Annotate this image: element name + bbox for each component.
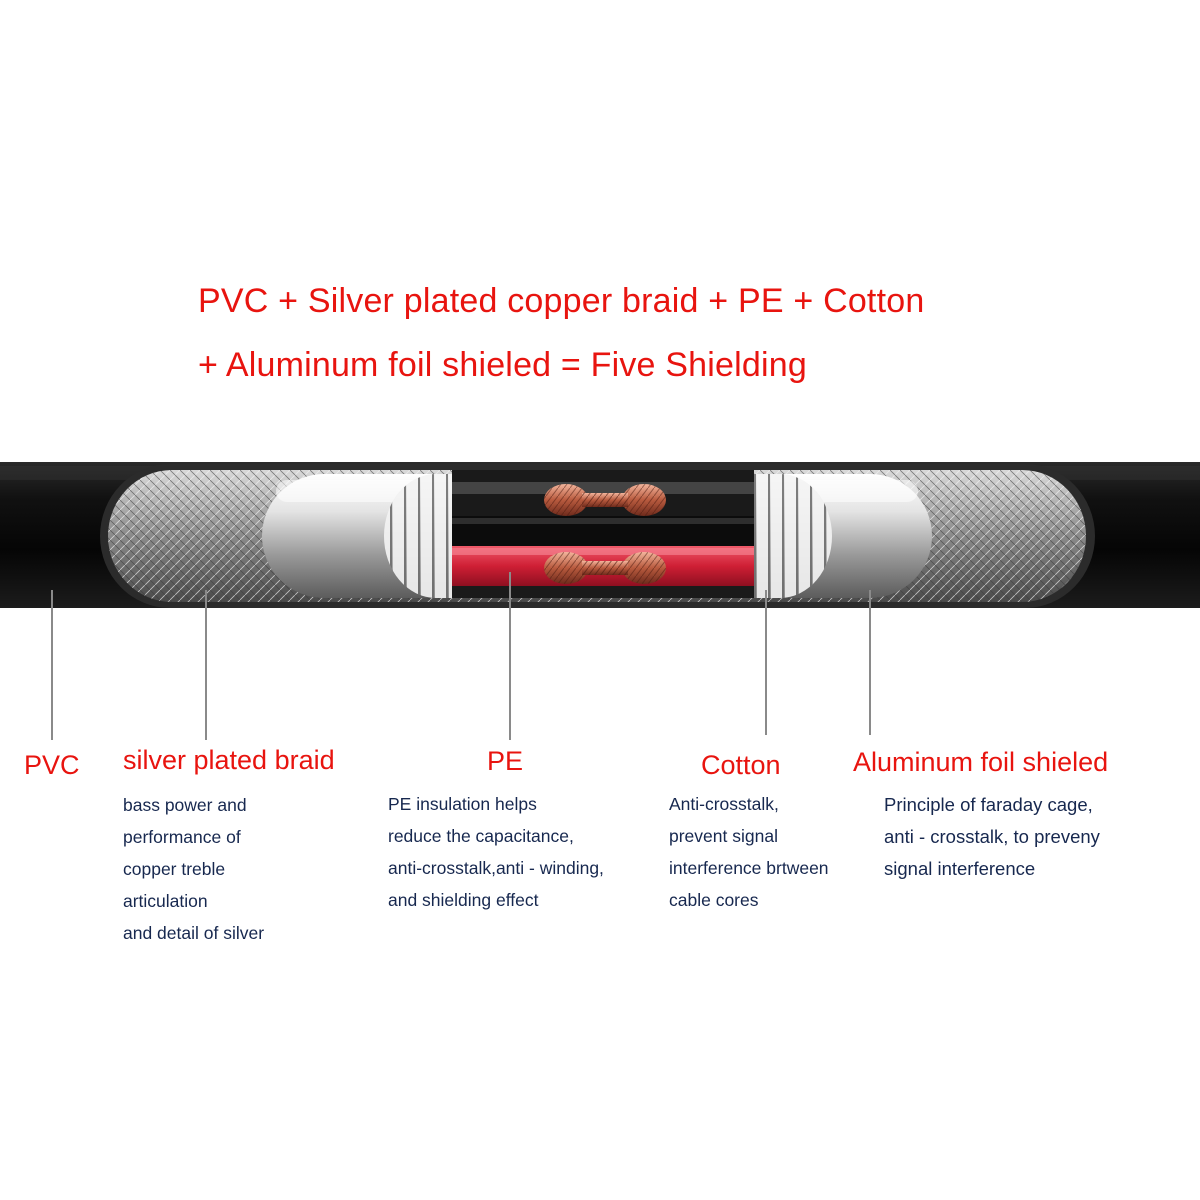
pe-title: PE bbox=[487, 746, 524, 776]
braid-description-line: bass power and bbox=[123, 795, 247, 815]
copper-conductor-top bbox=[544, 484, 666, 516]
cotton-description-line: prevent signal bbox=[669, 826, 778, 846]
braid-description-line: articulation bbox=[123, 891, 208, 911]
leader-lines bbox=[51, 572, 871, 740]
pe-description-line: PE insulation helps bbox=[388, 794, 537, 814]
pe-description: PE insulation helps reduce the capacitan… bbox=[388, 788, 604, 916]
pe-description-line: anti-crosstalk,anti - winding, bbox=[388, 858, 604, 878]
pvc-title: PVC bbox=[24, 750, 80, 780]
cotton-title: Cotton bbox=[701, 750, 781, 780]
pe-description-line: and shielding effect bbox=[388, 890, 539, 910]
braid-description: bass power and performance of copper tre… bbox=[123, 789, 264, 949]
braid-description-line: performance of bbox=[123, 827, 241, 847]
foil-description-line: Principle of faraday cage, bbox=[884, 794, 1093, 815]
pe-description-line: reduce the capacitance, bbox=[388, 826, 574, 846]
cable-cross-section-illustration bbox=[0, 462, 1200, 740]
braid-title: silver plated braid bbox=[123, 745, 335, 775]
braid-description-line: and detail of silver bbox=[123, 923, 265, 943]
foil-description-line: signal interference bbox=[884, 858, 1036, 879]
foil-description: Principle of faraday cage, anti - crosst… bbox=[884, 789, 1100, 885]
cotton-description-line: cable cores bbox=[669, 890, 759, 910]
black-core-wire bbox=[452, 516, 754, 550]
copper-conductor-bottom bbox=[544, 552, 666, 584]
foil-description-line: anti - crosstalk, to preveny bbox=[884, 826, 1100, 847]
foil-title: Aluminum foil shieled bbox=[853, 747, 1109, 777]
braid-description-line: copper treble bbox=[123, 859, 226, 879]
cotton-description-line: interference brtween bbox=[669, 858, 829, 878]
cotton-description: Anti-crosstalk, prevent signal interfere… bbox=[669, 788, 829, 916]
cotton-description-line: Anti-crosstalk, bbox=[669, 794, 779, 814]
headline-line-2: + Aluminum foil shieled = Five Shielding bbox=[198, 346, 807, 384]
headline-line-1: PVC + Silver plated copper braid + PE + … bbox=[198, 282, 925, 320]
